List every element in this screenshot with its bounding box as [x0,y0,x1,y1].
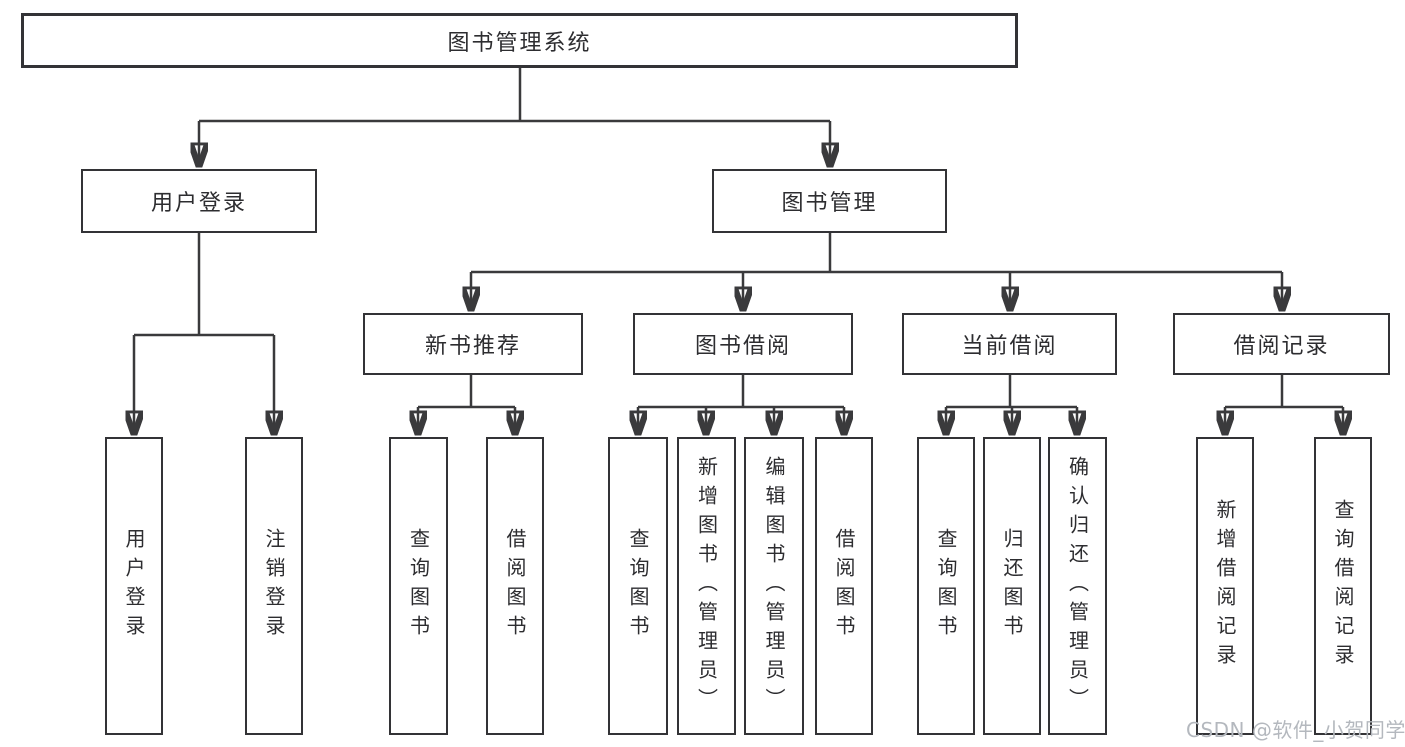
leaf-return-books: 归还图书 [983,437,1041,735]
node-borrow-records: 借阅记录 [1173,313,1390,375]
connector-current-borrowing-split [946,375,1077,409]
leaf-query-borrow-record: 查询借阅记录 [1314,437,1372,735]
connector-root-split [199,68,830,123]
leaf-query-books-recommend: 查询图书 [389,437,448,735]
leaf-add-book-admin: 新增图书（管理员） [677,437,736,735]
leaf-borrow-books-borrowing: 借阅图书 [815,437,873,735]
leaf-query-books-current: 查询图书 [917,437,975,735]
leaf-user-login: 用户登录 [105,437,163,735]
leaf-logout: 注销登录 [245,437,303,735]
connector-borrow-records-split [1225,375,1343,409]
leaf-borrow-books-recommend: 借阅图书 [486,437,544,735]
connector-new-book-recommend-split [418,375,515,409]
csdn-watermark: CSDN @软件_小贺同学 [1186,718,1405,742]
node-user-login: 用户登录 [81,169,317,233]
node-current-borrowing: 当前借阅 [902,313,1117,375]
node-book-management: 图书管理 [712,169,947,233]
connector-book-borrowing-split [638,375,844,409]
connector-book-management-split [471,233,1282,274]
connector-user-login-split [134,233,274,337]
node-root-system: 图书管理系统 [21,13,1018,68]
node-new-book-recommend: 新书推荐 [363,313,583,375]
leaf-query-books-borrowing: 查询图书 [608,437,668,735]
leaf-edit-book-admin: 编辑图书（管理员） [744,437,804,735]
node-book-borrowing: 图书借阅 [633,313,853,375]
leaf-add-borrow-record: 新增借阅记录 [1196,437,1254,735]
leaf-confirm-return-admin: 确认归还（管理员） [1048,437,1107,735]
